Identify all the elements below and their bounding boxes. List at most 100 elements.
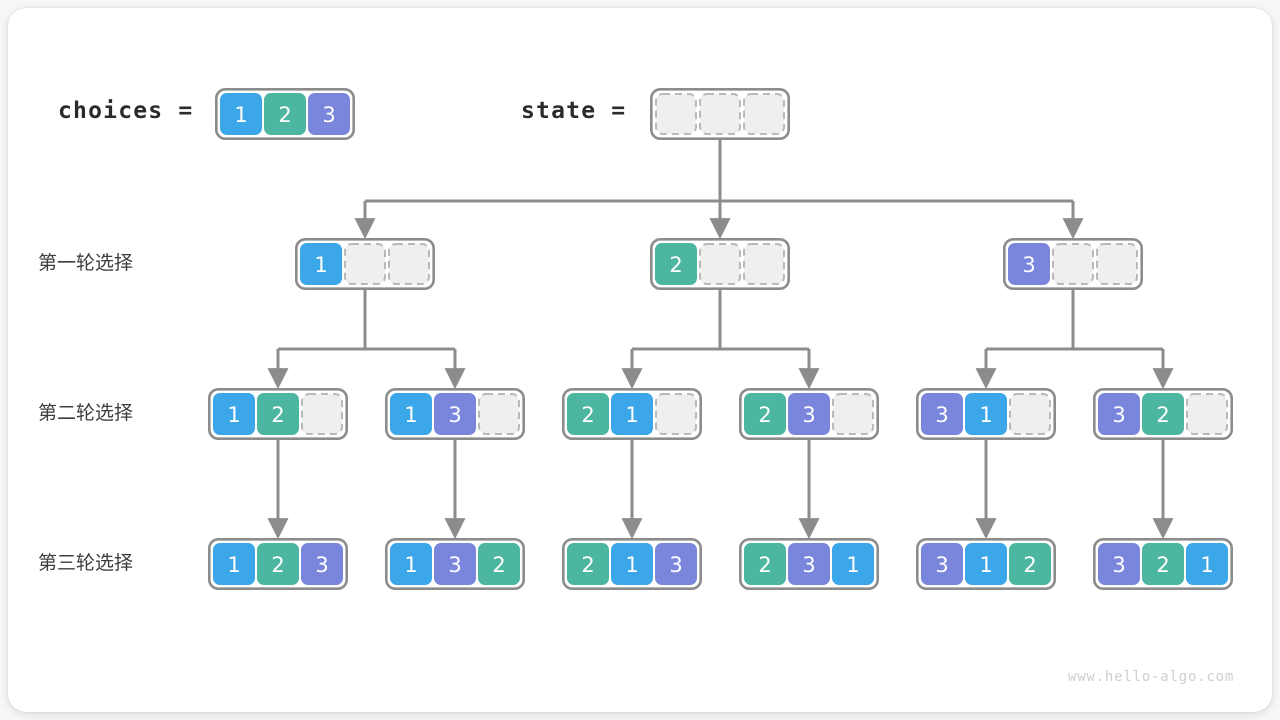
choices-label: choices = [58, 98, 193, 124]
connector-lines [267, 140, 1174, 540]
cell-value: 2 [581, 403, 594, 427]
cell-value: 1 [979, 403, 992, 427]
node-frame [208, 537, 348, 590]
cell-filled [213, 543, 255, 585]
cell-empty [655, 93, 697, 135]
node-row3-2: 1 3 2 [384, 537, 525, 590]
cell-value: 1 [314, 253, 327, 277]
node-frame [561, 537, 702, 590]
cell-filled [832, 543, 874, 585]
node-frame [915, 387, 1056, 440]
cell-value: 2 [1156, 553, 1169, 577]
cell-filled [300, 243, 342, 285]
cell-filled [308, 93, 350, 135]
cell-value: 3 [669, 553, 682, 577]
cell-filled [1098, 543, 1140, 585]
cell-filled [1009, 543, 1051, 585]
cell-value: 3 [1112, 403, 1125, 427]
cell-value: 1 [404, 403, 417, 427]
cell-empty [478, 393, 520, 435]
cell-value: 3 [935, 403, 948, 427]
cell-value: 3 [935, 553, 948, 577]
node-frame [649, 238, 790, 291]
cell-value: 1 [625, 403, 638, 427]
cell-value: 1 [1200, 553, 1213, 577]
row-label-third-round: 第三轮选择 [38, 552, 133, 574]
cell-value: 2 [669, 253, 682, 277]
node-frame [915, 537, 1056, 590]
cell-value: 2 [492, 553, 505, 577]
cell-value: 2 [758, 403, 771, 427]
cell-filled [220, 93, 262, 135]
cell-value: 1 [846, 553, 859, 577]
cell-filled [301, 543, 343, 585]
cell-filled [611, 543, 653, 585]
node-frame [208, 387, 348, 440]
cell-empty [832, 393, 874, 435]
cell-value: 1 [234, 103, 247, 127]
state-label: state = [521, 98, 626, 124]
cell-filled [1186, 543, 1228, 585]
cell-filled [1142, 393, 1184, 435]
cell-empty [1186, 393, 1228, 435]
cell-value: 3 [802, 553, 815, 577]
cell-filled [478, 543, 520, 585]
cell-value: 3 [1112, 553, 1125, 577]
cell-value: 1 [625, 553, 638, 577]
cell-value: 3 [1022, 253, 1035, 277]
cell-filled [434, 393, 476, 435]
cell-filled [788, 543, 830, 585]
node-frame [1093, 387, 1234, 440]
cell-value: 3 [802, 403, 815, 427]
diagram-card [8, 8, 1272, 712]
node-frame [384, 387, 525, 440]
node-frame [384, 537, 525, 590]
node-row1-3: 3 [1002, 238, 1143, 291]
cell-empty [388, 243, 430, 285]
cell-filled [1142, 543, 1184, 585]
cell-filled [434, 543, 476, 585]
cell-filled [611, 393, 653, 435]
cell-value: 3 [315, 553, 328, 577]
cell-value: 2 [758, 553, 771, 577]
node-row3-4: 2 3 1 [738, 537, 879, 590]
cell-value: 1 [404, 553, 417, 577]
cell-filled [788, 393, 830, 435]
cell-empty [743, 93, 785, 135]
cell-filled [1098, 393, 1140, 435]
cell-value: 3 [448, 553, 461, 577]
cell-empty [655, 393, 697, 435]
cell-empty [1096, 243, 1138, 285]
cell-filled [257, 543, 299, 585]
cell-value: 2 [278, 103, 291, 127]
cell-value: 3 [448, 403, 461, 427]
cell-empty [699, 93, 741, 135]
node-frame [738, 537, 879, 590]
cell-filled [264, 93, 306, 135]
cell-filled [390, 393, 432, 435]
cell-empty [301, 393, 343, 435]
cell-empty [344, 243, 386, 285]
node-frame [649, 88, 790, 141]
node-frame [738, 387, 879, 440]
node-frame [1093, 537, 1234, 590]
text-labels: choices = state = 第一轮选择 第二轮选择 第三轮选择 www.… [38, 98, 1234, 685]
node-frame [215, 88, 355, 141]
cell-empty [699, 243, 741, 285]
node-frame [561, 387, 702, 440]
watermark: www.hello-algo.com [1068, 669, 1234, 685]
cell-value: 2 [1023, 553, 1036, 577]
cell-filled [965, 393, 1007, 435]
